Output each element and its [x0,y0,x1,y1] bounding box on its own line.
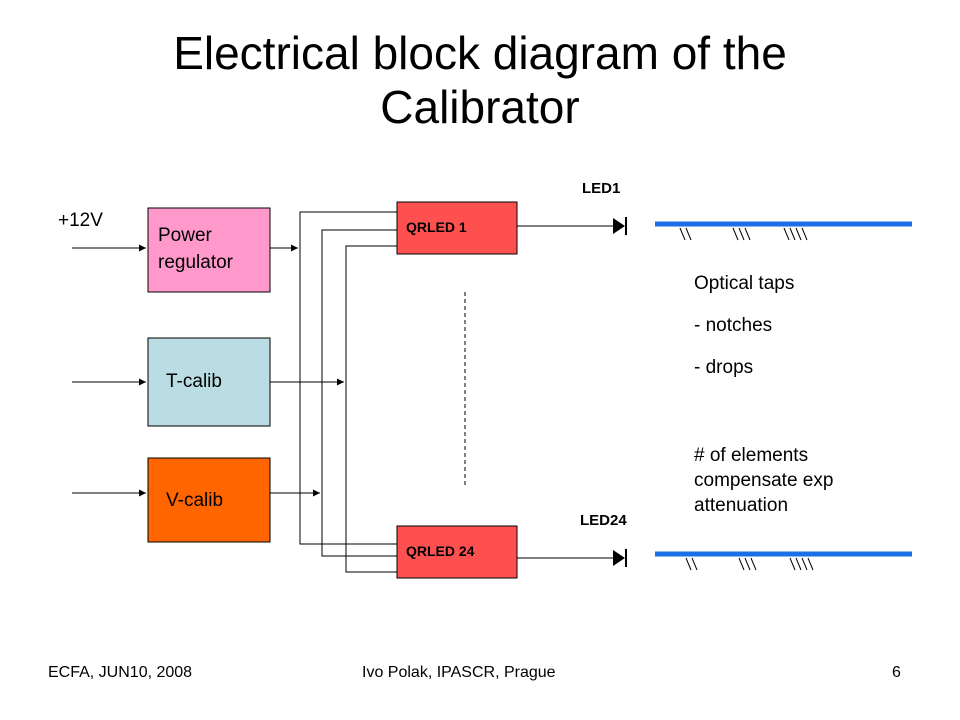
v-calib-label: V-calib [166,490,224,511]
bus-wiring [299,211,397,573]
optical-tap-notches-top [679,227,808,241]
led-diode-icon [613,217,627,235]
qrled-1-label: QRLED 1 [406,219,467,235]
page-number: 6 [892,664,901,681]
input-voltage-label: +12V [58,210,103,231]
bus-line-outer [299,211,397,545]
optical-taps-notes: Optical taps - notches - drops [694,272,794,379]
optical-taps-drops: - drops [694,357,754,378]
bus-line-middle [321,229,397,557]
power-regulator-label-line-2: regulator [158,252,233,273]
led1-label: LED1 [582,180,621,197]
footer-left: ECFA, JUN10, 2008 [48,664,193,681]
power-regulator-label-line-1: Power [158,225,212,246]
block-output-arrows [270,244,344,497]
footer-center: Ivo Polak, IPASCR, Prague [362,664,556,681]
elements-note-line-3: attenuation [694,495,789,516]
slide-title: Electrical block diagram of the Calibrat… [0,26,960,134]
elements-note-line-1: # of elements [694,445,809,466]
qrled-24-label: QRLED 24 [406,543,475,559]
title-line-1: Electrical block diagram of the [173,27,787,79]
input-arrows [72,244,146,497]
led24-label: LED24 [580,512,627,529]
t-calib-label: T-calib [166,371,222,392]
power-regulator-label: Power regulator [158,222,233,276]
optical-taps-title: Optical taps [694,273,795,294]
elements-notes: # of elements compensate exp attenuation [694,443,833,518]
qrled-24-block [396,525,518,579]
bus-line-inner [345,245,397,573]
led-diode-icon [613,549,627,567]
elements-note-line-2: compensate exp [694,470,834,491]
v-calib-block [147,457,271,543]
optical-taps-notches: - notches [694,315,773,336]
optical-tap-notches-bottom [685,557,814,571]
power-regulator-block [147,207,271,293]
title-line-2: Calibrator [380,81,580,133]
qrled-1-block [396,201,518,255]
